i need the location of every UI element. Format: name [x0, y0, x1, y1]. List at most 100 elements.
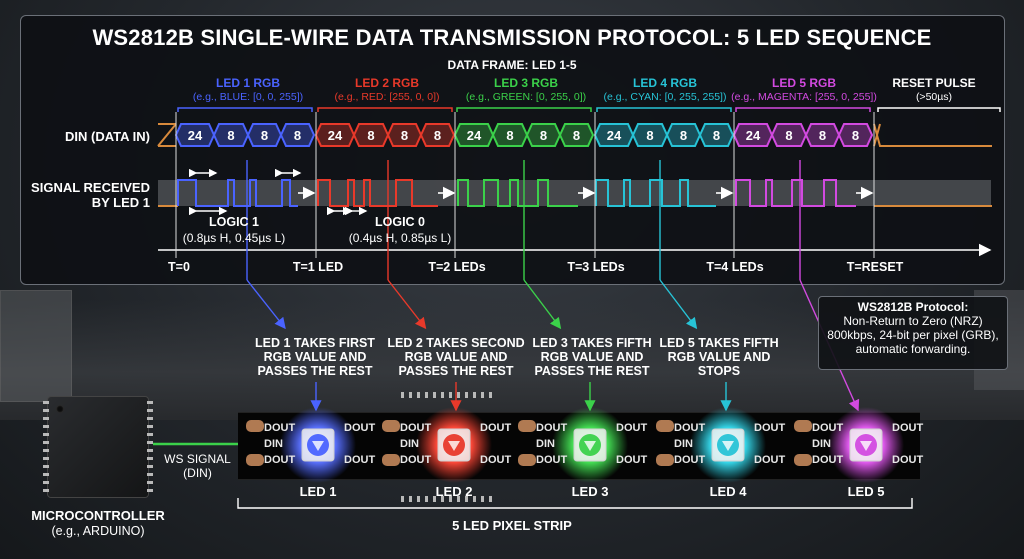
pad-1-a	[246, 420, 264, 432]
led1-dout-top-label: DOUT	[264, 422, 296, 434]
strip-label: 5 LED PIXEL STRIP	[452, 518, 572, 533]
led4-glow	[690, 407, 766, 483]
din-bit-label-4-4: 8	[712, 128, 721, 143]
pad-1-b	[246, 454, 264, 466]
led1-dout-bottom-label: DOUT	[264, 454, 296, 466]
strip-bracket	[237, 498, 913, 509]
din-row-label: DIN (DATA IN)	[65, 129, 150, 144]
led1-rgb-header: LED 1 RGB	[215, 76, 280, 90]
led4-rgb-example: (e.g., CYAN: [0, 255, 255])	[603, 91, 727, 103]
din-bit-label-5-3: 8	[818, 128, 827, 143]
received-row-label-line2: BY LED 1	[91, 195, 150, 210]
led3-dout-bottom-label: DOUT	[536, 454, 568, 466]
din-bit-1-4	[279, 123, 316, 147]
led3-label: LED 3	[571, 484, 609, 499]
led4-label: LED 4	[709, 484, 747, 499]
reset-pulse-header: RESET PULSE	[892, 76, 976, 90]
din-bit-label-2-3: 8	[400, 128, 409, 143]
led4-dout-top-label: DOUT	[674, 422, 706, 434]
pad-3-b	[518, 454, 536, 466]
led3-din-label: DIN	[536, 438, 555, 450]
led2-dout-bottom-label: DOUT	[400, 454, 432, 466]
logic0-label: LOGIC 0	[374, 215, 425, 229]
din-bit-label-3-2: 8	[506, 128, 514, 143]
din-bit-label-1-2: 8	[227, 128, 235, 143]
led4-rgb-header: LED 4 RGB	[632, 76, 697, 90]
din-bit-label-3-4: 8	[572, 128, 581, 143]
led3-rgb-example: (e.g., GREEN: [0, 255, 0])	[465, 91, 587, 103]
protocol-box-title: WS2812B Protocol:	[857, 300, 969, 314]
led5-label: LED 5	[847, 484, 885, 499]
led2-rgb-example: (e.g., RED: [255, 0, 0])	[334, 91, 440, 103]
data-frame-title: DATA FRAME: LED 1-5	[447, 58, 577, 72]
led1-dout-right-top: DOUT	[344, 422, 376, 434]
callout-led5: LED 5 TAKES FIFTH RGB VALUE AND STOPS	[659, 336, 779, 378]
time-tick-t4: T=4 LEDs	[706, 260, 764, 274]
din-bit-label-2-4: 8	[433, 128, 442, 143]
led5-dout-top-label: DOUT	[812, 422, 844, 434]
din-bit-label-4-2: 8	[646, 128, 654, 143]
led2-din-label: DIN	[400, 438, 419, 450]
din-bit-label-2-1: 24	[327, 128, 343, 143]
din-bit-label-4-1: 24	[606, 128, 622, 143]
logic1-label: LOGIC 1	[208, 215, 259, 229]
din-bit-label-5-2: 8	[785, 128, 793, 143]
protocol-info-box: WS2812B Protocol: Non-Return to Zero (NR…	[818, 296, 1008, 370]
callout-led2: LED 2 TAKES SECOND RGB VALUE AND PASSES …	[387, 336, 525, 378]
microcontroller-sub: (e.g., ARDUINO)	[51, 524, 145, 538]
led1-din-label: DIN	[264, 438, 283, 450]
page-title: WS2812B SINGLE-WIRE DATA TRANSMISSION PR…	[92, 25, 932, 50]
led2-glow	[416, 407, 492, 483]
led3-glow	[552, 407, 628, 483]
time-tick-t0: T=0	[168, 260, 190, 274]
led4-din-label: DIN	[674, 438, 693, 450]
pin1-dot	[56, 405, 64, 413]
din-bit-label-1-4: 8	[293, 128, 302, 143]
led2-dout-right-top: DOUT	[480, 422, 512, 434]
led5-dout-bottom-label: DOUT	[812, 454, 844, 466]
callout-led3: LED 3 TAKES FIFTH RGB VALUE AND PASSES T…	[532, 336, 652, 378]
led5-glow	[828, 407, 904, 483]
led3-rgb-header: LED 3 RGB	[493, 76, 558, 90]
led2-label: LED 2	[435, 484, 473, 499]
led2-dout-right-bottom: DOUT	[480, 454, 512, 466]
din-bus	[157, 107, 1001, 152]
received-pulses-led3	[457, 179, 578, 207]
pad-3-a	[518, 420, 536, 432]
logic1-timing: (0.8µs H, 0.45µs L)	[182, 231, 286, 245]
din-bit-label-1-3: 8	[260, 128, 269, 143]
led2-rgb-header: LED 2 RGB	[354, 76, 419, 90]
ws-signal-label: WS SIGNAL (DIN)	[164, 452, 231, 480]
received-pulses-led1	[177, 179, 298, 207]
led1-label: LED 1	[299, 484, 337, 499]
led1-dout-right-bottom: DOUT	[344, 454, 376, 466]
din-bit-5-4	[837, 123, 874, 147]
led2-dout-top-label: DOUT	[400, 422, 432, 434]
timing-diagram-panel	[20, 15, 1005, 285]
protocol-box-line2: 800kbps, 24-bit per pixel (GRB),	[827, 328, 999, 342]
led3-dout-top-label: DOUT	[536, 422, 568, 434]
received-pulses-led2	[317, 179, 438, 207]
time-tick-t3: T=3 LEDs	[567, 260, 625, 274]
time-tick-t1: T=1 LED	[292, 260, 344, 274]
time-axis	[158, 112, 992, 258]
led4-dout-bottom-label: DOUT	[674, 454, 706, 466]
led3-dout-right-top: DOUT	[616, 422, 648, 434]
oscilloscope-background	[0, 290, 72, 402]
din-bit-label-1-1: 24	[187, 128, 203, 143]
received-pulses-led4	[595, 179, 716, 207]
time-tick-reset: T=RESET	[846, 260, 904, 274]
led1-rgb-example: (e.g., BLUE: [0, 0, 255])	[192, 91, 304, 103]
din-bit-label-3-3: 8	[539, 128, 548, 143]
led5-rgb-header: LED 5 RGB	[771, 76, 836, 90]
callout-led1: LED 1 TAKES FIRST RGB VALUE AND PASSES T…	[255, 336, 375, 378]
logic0-timing: (0.4µs H, 0.85µs L)	[348, 231, 452, 245]
callout-pointers	[246, 160, 860, 412]
pad-2-b	[382, 454, 400, 466]
din-bit-label-5-1: 24	[745, 128, 761, 143]
microcontroller-label: MICROCONTROLLER	[31, 508, 165, 523]
led1-glow	[280, 407, 356, 483]
led3-dout-right-bottom: DOUT	[616, 454, 648, 466]
din-bit-label-2-2: 8	[367, 128, 375, 143]
